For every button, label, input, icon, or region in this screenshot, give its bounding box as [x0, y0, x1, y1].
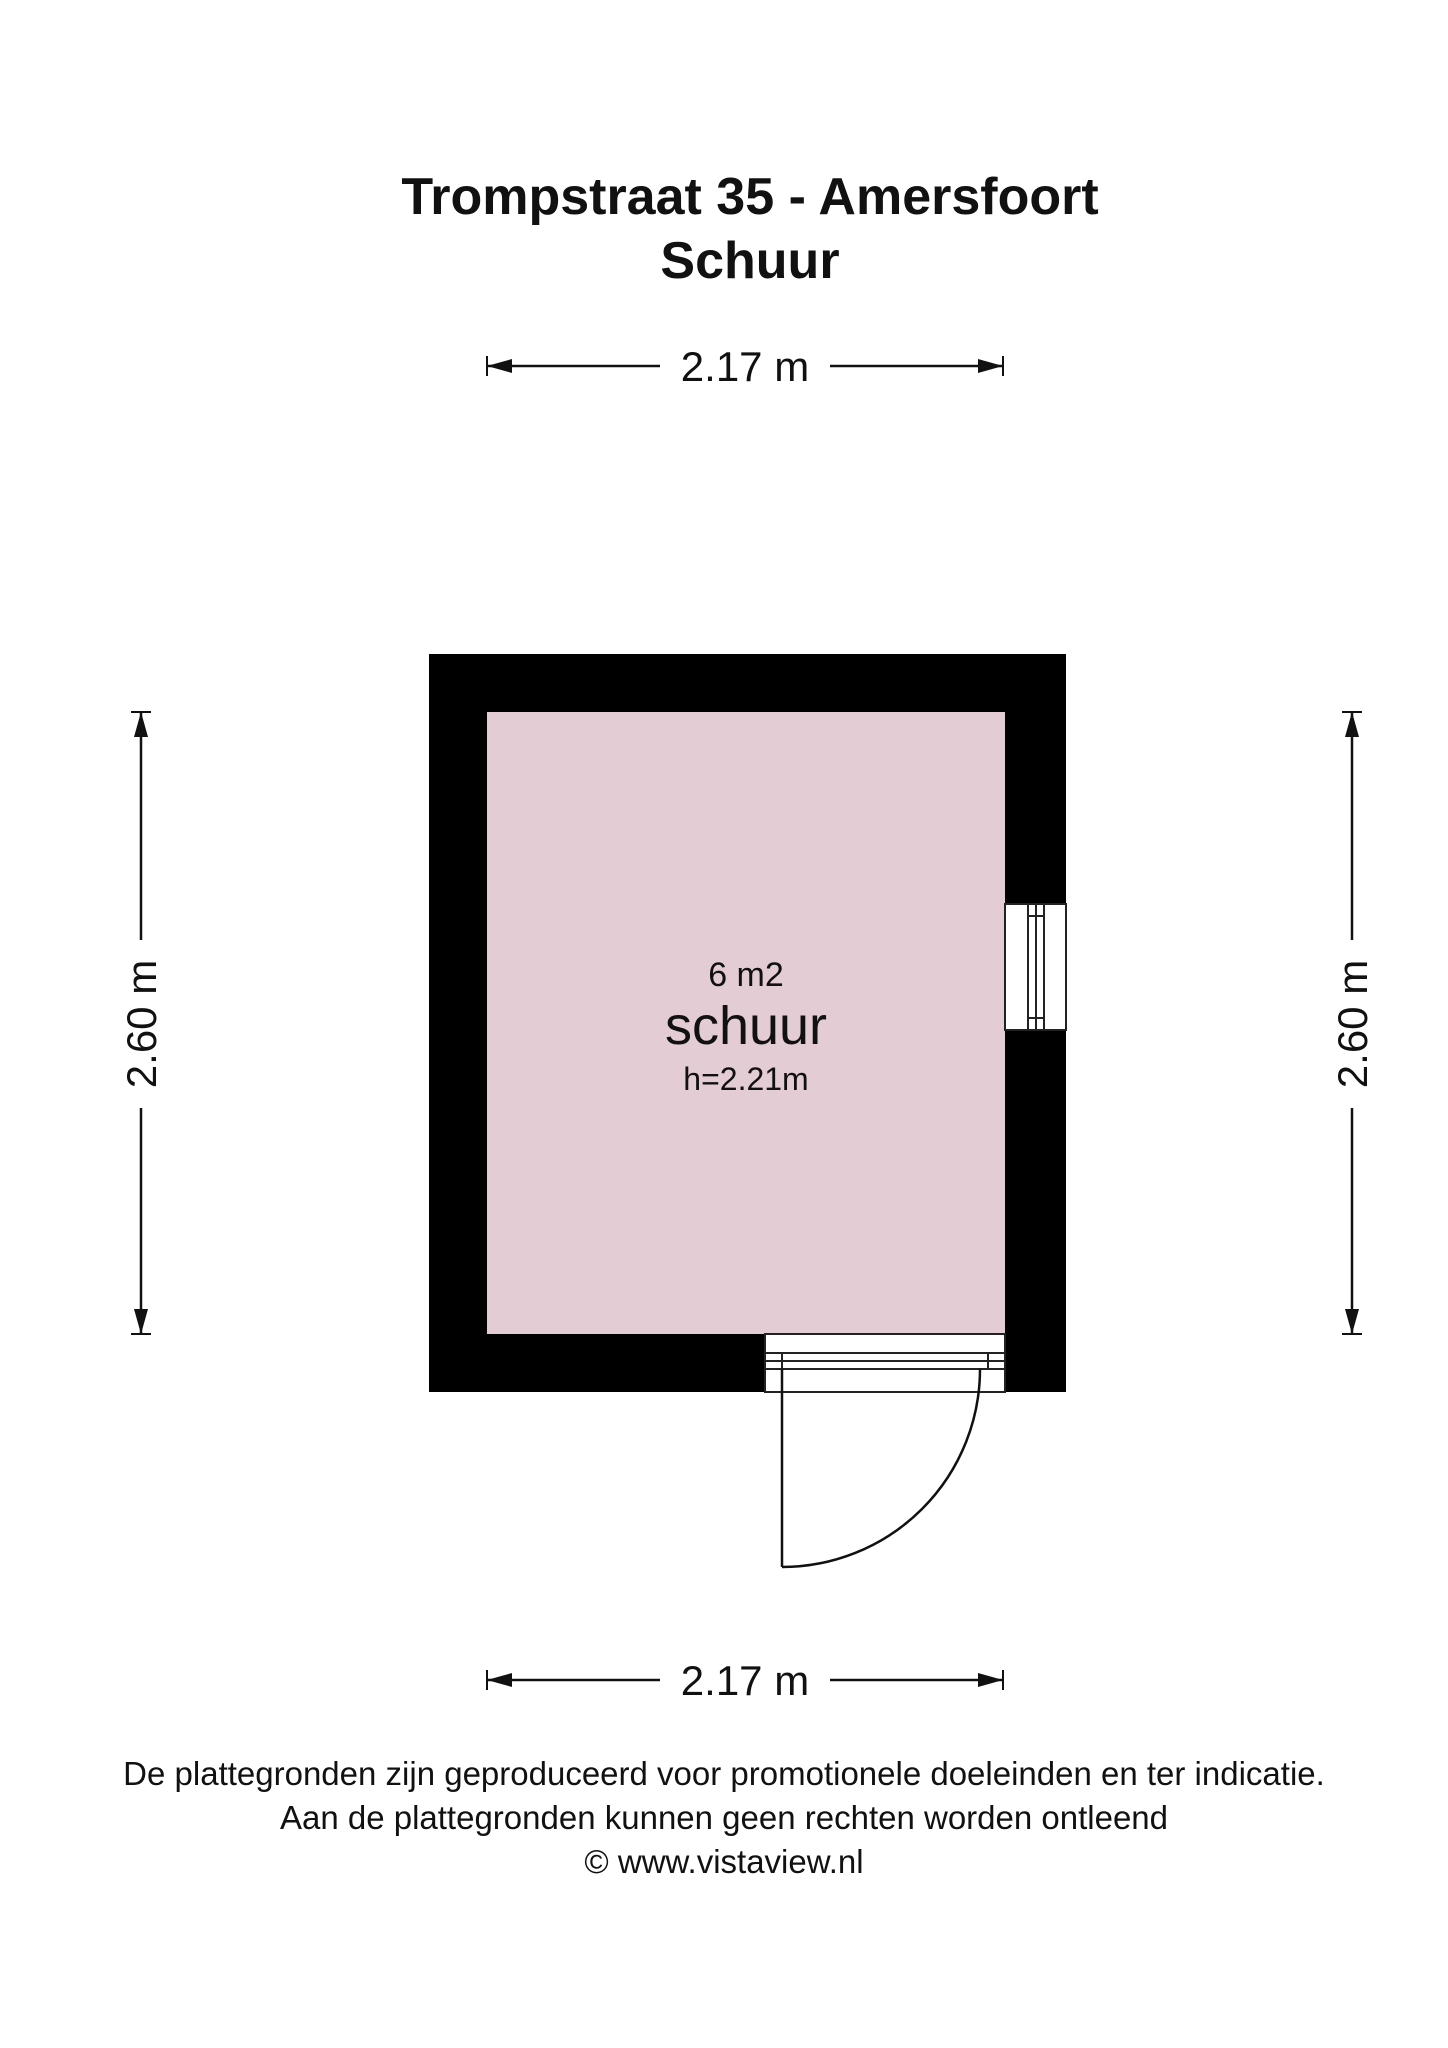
door-arc	[781, 1368, 982, 1569]
dimension-width-top: 2.17 m	[486, 343, 1004, 390]
door-swing	[780, 1368, 982, 1569]
plan-title-address: Trompstraat 35 - Amersfoort	[401, 168, 1099, 226]
dimension-depth-left: 2.60 m	[118, 711, 165, 1335]
wall-left	[429, 654, 487, 1392]
disclaimer-line-2: Aan de plattegronden kunnen geen rechten…	[279, 1799, 1169, 1836]
room-floor	[487, 712, 1005, 1334]
wall-bottom-left	[429, 1334, 765, 1392]
wall-top	[429, 654, 1066, 712]
copyright-line: © www.vistaview.nl	[584, 1843, 864, 1880]
room-height-label: h=2.21m	[683, 1061, 808, 1097]
window-right	[1004, 903, 1067, 1031]
dimension-width-top-label: 2.17 m	[681, 343, 809, 390]
room-name-label: schuur	[665, 996, 827, 1056]
room-area-label: 6 m2	[708, 956, 784, 994]
dimension-depth-right-label: 2.60 m	[1329, 960, 1376, 1088]
plan-title-floor: Schuur	[660, 232, 840, 290]
wall-bottom-right	[1005, 1334, 1066, 1392]
dimension-depth-right: 2.60 m	[1329, 711, 1376, 1335]
door-frame	[764, 1333, 1006, 1393]
dimension-width-bottom: 2.17 m	[486, 1657, 1004, 1704]
wall-right-lower	[1005, 1030, 1066, 1392]
wall-right-upper	[1005, 654, 1066, 904]
disclaimer-line-1: De plattegronden zijn geproduceerd voor …	[123, 1755, 1325, 1792]
dimension-depth-left-label: 2.60 m	[118, 960, 165, 1088]
dimension-width-bottom-label: 2.17 m	[681, 1657, 809, 1704]
walls	[429, 654, 1066, 1392]
